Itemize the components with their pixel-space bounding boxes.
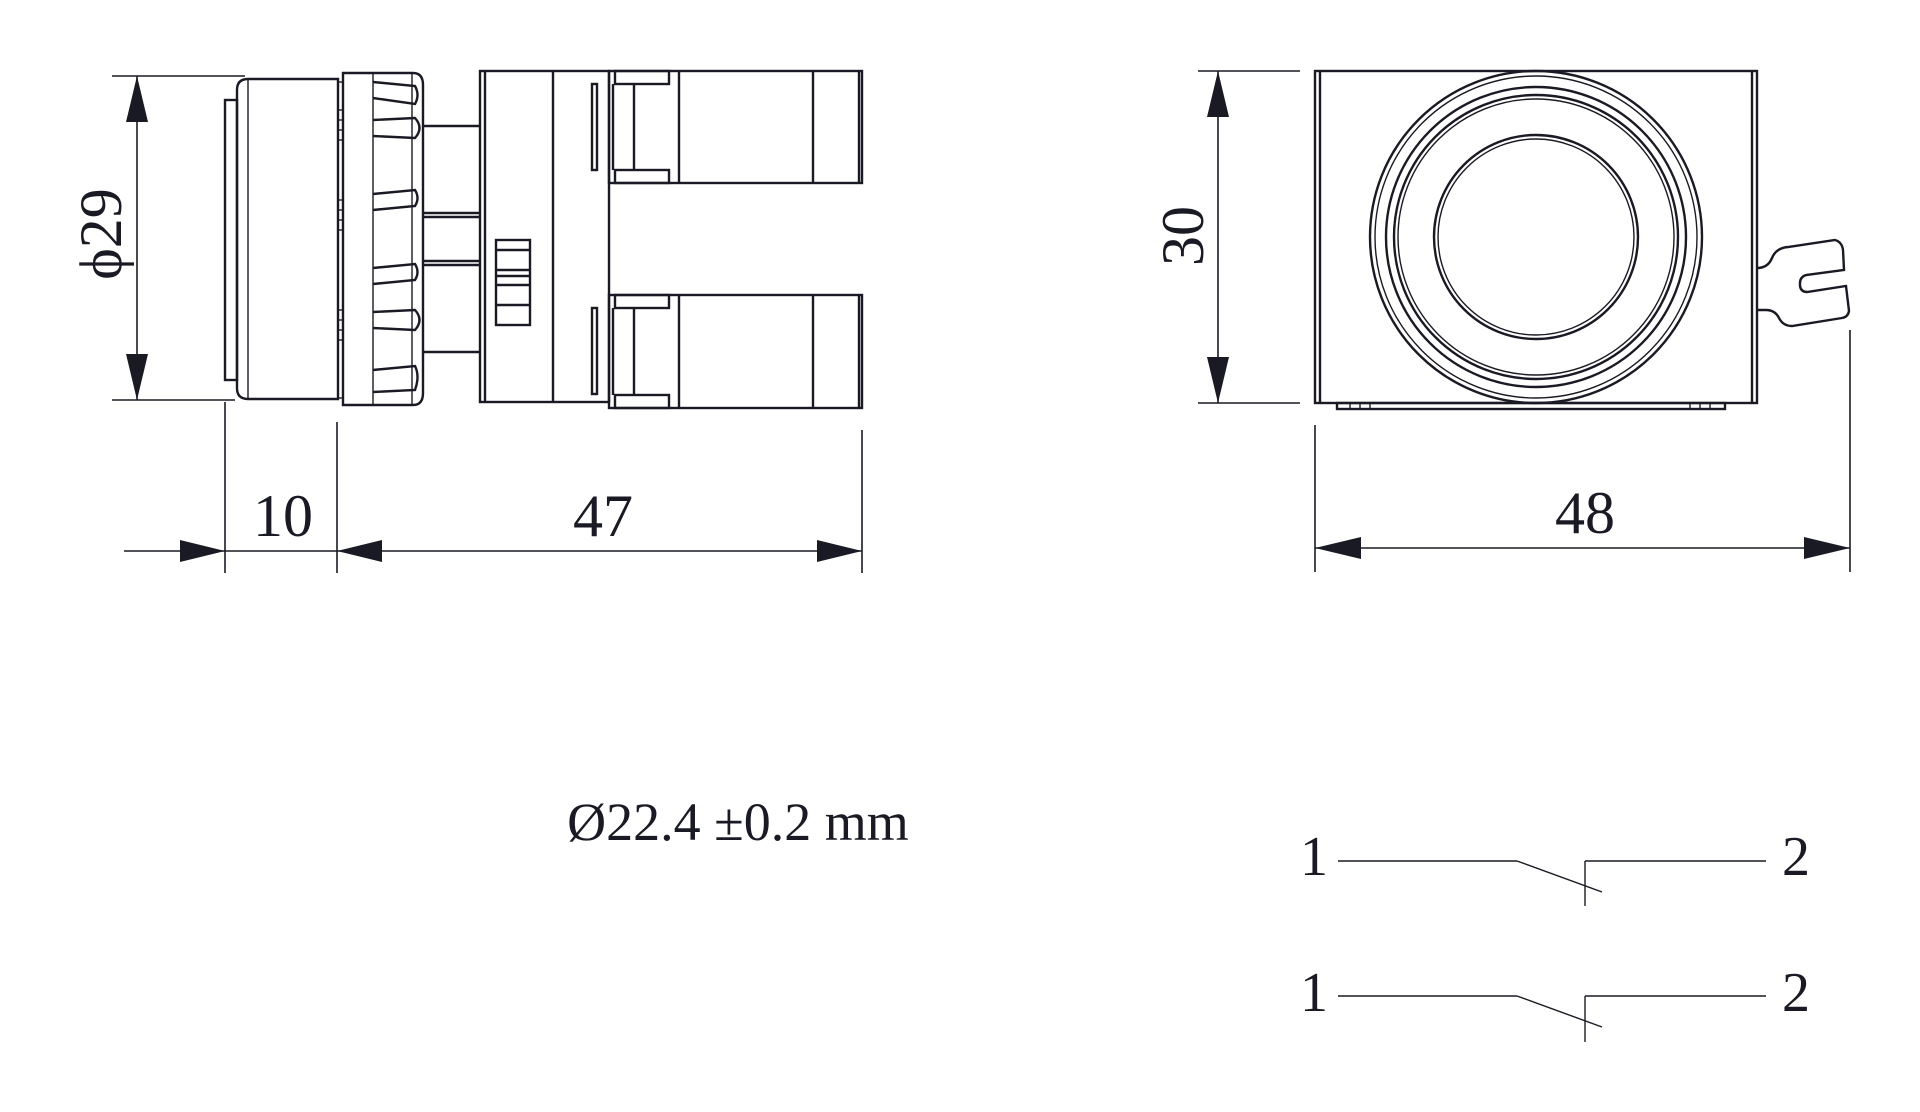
terminal-tab [1756,238,1851,328]
terminal-1-label: 1 [1300,962,1328,1024]
width-label: 48 [1555,480,1615,546]
contact-block-upper [607,69,864,185]
width-dimension: 48 [1314,330,1851,572]
height-label: 30 [1150,206,1216,266]
button-rings [1368,69,1704,405]
height-dimension: 30 [1150,70,1300,404]
button-lens [223,98,239,382]
body-depth-label: 47 [573,483,633,549]
front-housing [1313,69,1759,411]
switch-body [478,69,611,404]
contact-symbol-2: 1 2 [1300,962,1810,1042]
front-depth-label: 10 [253,483,313,549]
side-view: ϕ29 10 47 [68,69,864,573]
diameter-dimension: ϕ29 [68,75,245,401]
terminal-2-label: 2 [1782,962,1810,1024]
bezel-slots [372,80,421,394]
front-view: 30 48 [1150,69,1851,572]
button-cap [235,77,340,401]
contact-block-lower [607,293,864,410]
contact-symbol-1: 1 2 [1300,826,1810,906]
bezel-ring [341,71,425,407]
mounting-hole-label: Ø22.4 ±0.2 mm [567,792,909,852]
terminal-2-label: 2 [1782,826,1810,888]
shaft [423,124,480,354]
diameter-label: ϕ29 [68,188,134,280]
depth-dimensions: 10 47 [124,402,863,573]
terminal-1-label: 1 [1300,826,1328,888]
